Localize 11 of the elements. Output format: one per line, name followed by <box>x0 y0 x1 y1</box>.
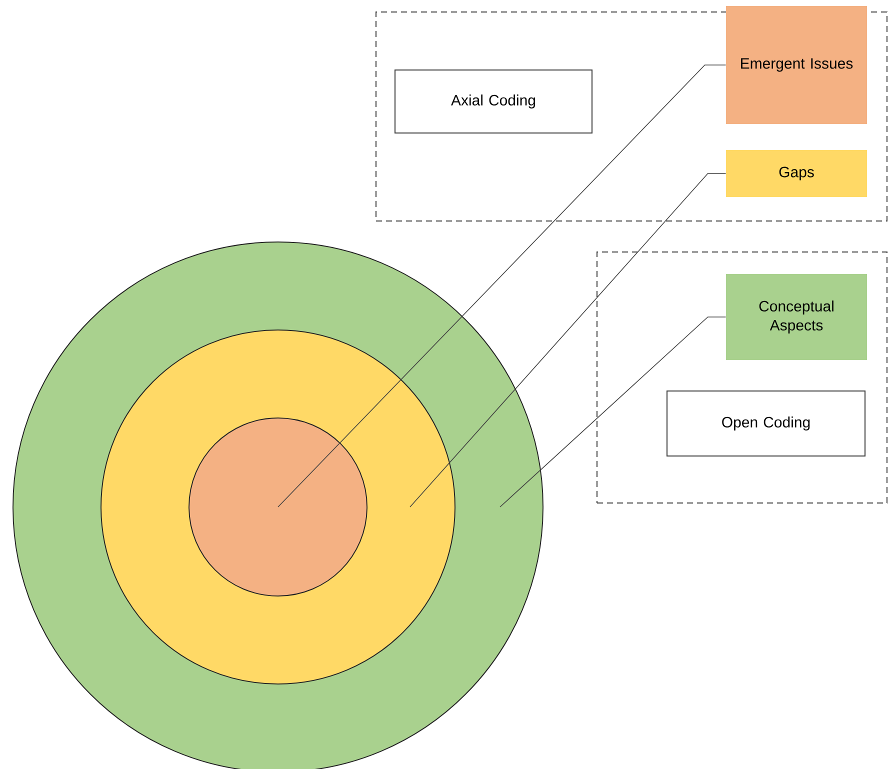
dashed-frame <box>596 252 888 504</box>
leader-line <box>500 316 726 508</box>
dashed-frame <box>376 12 888 222</box>
leader-line <box>278 64 726 508</box>
leader-line <box>410 173 726 508</box>
label-box: Open Coding <box>666 390 866 456</box>
label-box: Emergent Issues <box>726 6 867 124</box>
circle <box>188 418 368 596</box>
label-box: Gaps <box>726 150 867 197</box>
label-box: Conceptual Aspects <box>726 274 867 360</box>
label-box: Axial Coding <box>394 70 592 134</box>
